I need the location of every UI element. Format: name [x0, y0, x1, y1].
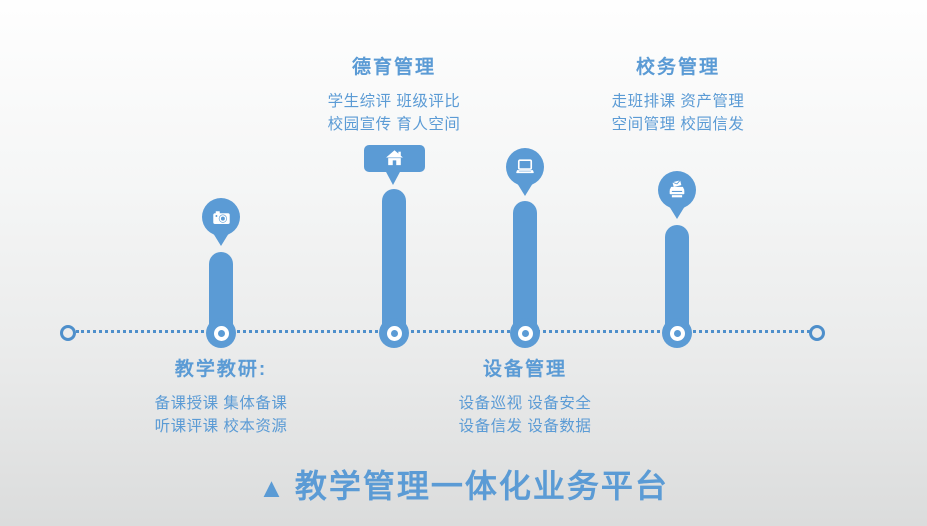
section-equipment-management: 设备管理 设备巡视 设备安全 设备信发 设备数据 [365, 357, 685, 438]
section-line: 空间管理 校园信发 [611, 116, 745, 133]
section-teaching-research: 教学教研: 备课授课 集体备课 听课评课 校本资源 [61, 357, 381, 438]
section-moral-education: 德育管理 学生综评 班级评比 校园宣传 育人空间 [234, 55, 554, 136]
bubble-pointer [213, 233, 229, 246]
timeline-dotted-line [76, 330, 810, 333]
pillar-bar-moral [382, 189, 406, 333]
section-heading: 设备管理 [482, 359, 567, 380]
printer-icon [669, 180, 685, 198]
node-ring [386, 325, 402, 341]
timeline-node [662, 318, 692, 348]
bubble-pointer [517, 183, 533, 196]
node-ring [517, 325, 533, 341]
section-line: 备课授课 集体备课 [154, 395, 288, 412]
node-dot [521, 329, 529, 337]
section-school-affairs: 校务管理 走班排课 资产管理 空间管理 校园信发 [518, 55, 838, 136]
node-dot [390, 329, 398, 337]
camera-icon-bubble [202, 198, 240, 236]
bubble-pointer [385, 170, 401, 185]
page-title: ▲ 教学管理一体化业务平台 [0, 466, 927, 508]
bubble-pointer [669, 206, 685, 219]
node-ring [669, 325, 685, 341]
triangle-icon: ▲ [258, 473, 285, 503]
printer-icon-bubble [658, 171, 696, 209]
section-heading: 校务管理 [635, 57, 720, 78]
timeline-node [510, 318, 540, 348]
timeline-node [206, 318, 236, 348]
timeline-node [379, 318, 409, 348]
node-dot [217, 329, 225, 337]
home-icon-bubble [364, 145, 425, 172]
section-line: 校园宣传 育人空间 [327, 116, 461, 133]
home-icon [386, 150, 403, 166]
page-title-text: 教学管理一体化业务平台 [294, 468, 669, 504]
section-heading: 德育管理 [351, 57, 436, 78]
section-heading: 教学教研: [174, 359, 268, 380]
timeline-left-endpoint [60, 325, 76, 341]
laptop-icon-bubble [506, 148, 544, 186]
camera-icon [212, 210, 230, 224]
pillar-bar-affairs [665, 225, 689, 333]
node-dot [673, 329, 681, 337]
laptop-icon [516, 159, 534, 174]
section-line: 听课评课 校本资源 [154, 418, 288, 435]
timeline-right-endpoint [809, 325, 825, 341]
pillar-bar-equipment [513, 201, 537, 333]
section-line: 设备信发 设备数据 [458, 418, 592, 435]
section-line: 设备巡视 设备安全 [458, 395, 592, 412]
section-line: 走班排课 资产管理 [611, 93, 745, 110]
section-line: 学生综评 班级评比 [327, 93, 461, 110]
node-ring [213, 325, 229, 341]
